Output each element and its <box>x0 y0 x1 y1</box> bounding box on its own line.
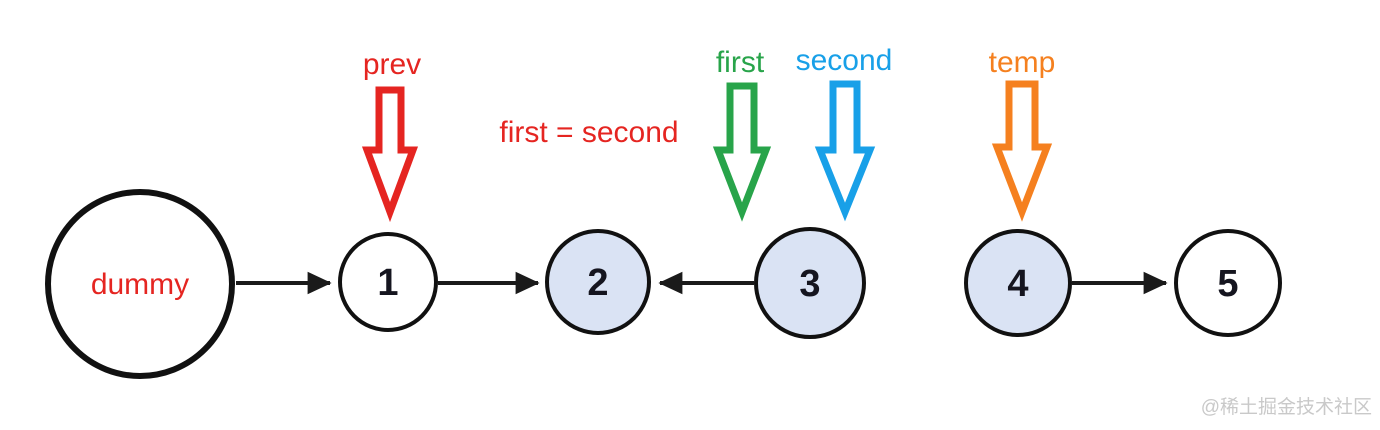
node-4-circle <box>964 229 1072 337</box>
node-dummy: dummy <box>45 189 235 379</box>
node-5: 5 <box>1174 229 1282 337</box>
node-1-circle <box>338 232 438 332</box>
pointer-second-down-arrow-icon <box>814 80 876 222</box>
node-1-label: 1 <box>377 262 398 304</box>
node-1: 1 <box>338 232 438 332</box>
node-3-circle <box>754 227 866 339</box>
node-2-label: 2 <box>587 262 608 304</box>
node-4-label: 4 <box>1007 263 1028 305</box>
pointer-prev-label: prev <box>363 48 421 81</box>
node-5-circle <box>1174 229 1282 337</box>
node-dummy-label: dummy <box>91 268 189 301</box>
pointer-temp: temp <box>989 46 1056 222</box>
node-3: 3 <box>754 227 866 339</box>
node-3-label: 3 <box>799 263 820 305</box>
pointer-prev: prev <box>361 48 421 223</box>
pointer-first-down-arrow-icon <box>712 82 772 222</box>
pointer-first-label: first <box>716 46 765 79</box>
node-5-label: 5 <box>1217 263 1238 305</box>
node-2-circle <box>545 229 651 335</box>
assignment-note: first = second <box>499 116 678 149</box>
watermark-text: @稀土掘金技术社区 <box>1201 396 1372 418</box>
pointer-temp-down-arrow-icon <box>991 80 1053 222</box>
pointer-second-label: second <box>796 44 893 77</box>
pointer-first: first <box>712 46 772 222</box>
node-4: 4 <box>964 229 1072 337</box>
pointer-second: second <box>796 44 893 222</box>
pointer-temp-label: temp <box>989 46 1056 79</box>
pointer-prev-down-arrow-icon <box>361 86 419 223</box>
node-dummy-circle <box>45 189 235 379</box>
node-2: 2 <box>545 229 651 335</box>
